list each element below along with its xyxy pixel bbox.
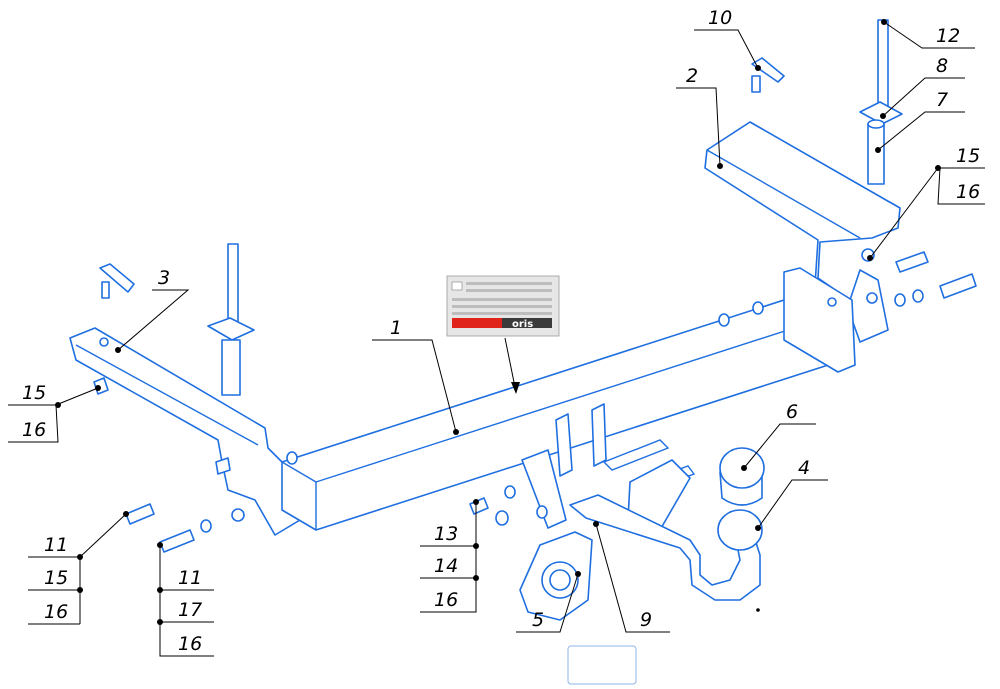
left-bracket xyxy=(69,327,303,536)
callout-4: 4 xyxy=(798,457,810,479)
plate-brand-dark xyxy=(502,318,552,328)
id-plate: oris xyxy=(446,275,560,337)
top-fasteners xyxy=(751,19,903,185)
left-fasteners xyxy=(99,243,255,396)
leader-lines xyxy=(8,19,985,657)
center-mount-plates xyxy=(504,403,696,531)
callout-15-left: 15 xyxy=(22,382,46,404)
callout-6: 6 xyxy=(786,401,798,423)
callout-16-a: 16 xyxy=(44,601,68,623)
side-bolts xyxy=(93,251,977,553)
plate-brand-red xyxy=(452,318,502,328)
callout-17-b: 17 xyxy=(178,599,202,621)
callout-labels: 1 2 3 4 5 6 7 8 9 10 12 15 16 15 16 11 1… xyxy=(22,7,980,655)
callout-15-a: 15 xyxy=(44,567,68,589)
callout-16-b: 16 xyxy=(178,633,202,655)
crossbar-tube xyxy=(281,289,851,531)
callout-8: 8 xyxy=(936,55,948,77)
callout-1: 1 xyxy=(390,317,402,339)
right-end-plate xyxy=(783,267,856,373)
callout-10: 10 xyxy=(708,7,732,29)
blank-label-box xyxy=(567,645,637,685)
callout-14: 14 xyxy=(434,555,458,577)
ball-arm xyxy=(569,447,765,601)
callout-12: 12 xyxy=(936,25,960,47)
callout-15-right: 15 xyxy=(956,145,980,167)
callout-16-c: 16 xyxy=(434,589,458,611)
callout-16-right: 16 xyxy=(956,181,980,203)
right-bracket xyxy=(704,121,901,343)
callout-2: 2 xyxy=(686,65,698,87)
callout-3: 3 xyxy=(158,267,170,289)
callout-5: 5 xyxy=(532,609,544,631)
callout-11-b: 11 xyxy=(178,567,202,589)
callout-16-left: 16 xyxy=(22,419,46,441)
callout-13: 13 xyxy=(434,523,458,545)
socket-plate xyxy=(519,531,593,621)
callout-7: 7 xyxy=(936,89,948,111)
callout-9: 9 xyxy=(640,609,652,631)
plate-brand-text: oris xyxy=(512,319,533,330)
callout-11-a: 11 xyxy=(44,534,68,556)
